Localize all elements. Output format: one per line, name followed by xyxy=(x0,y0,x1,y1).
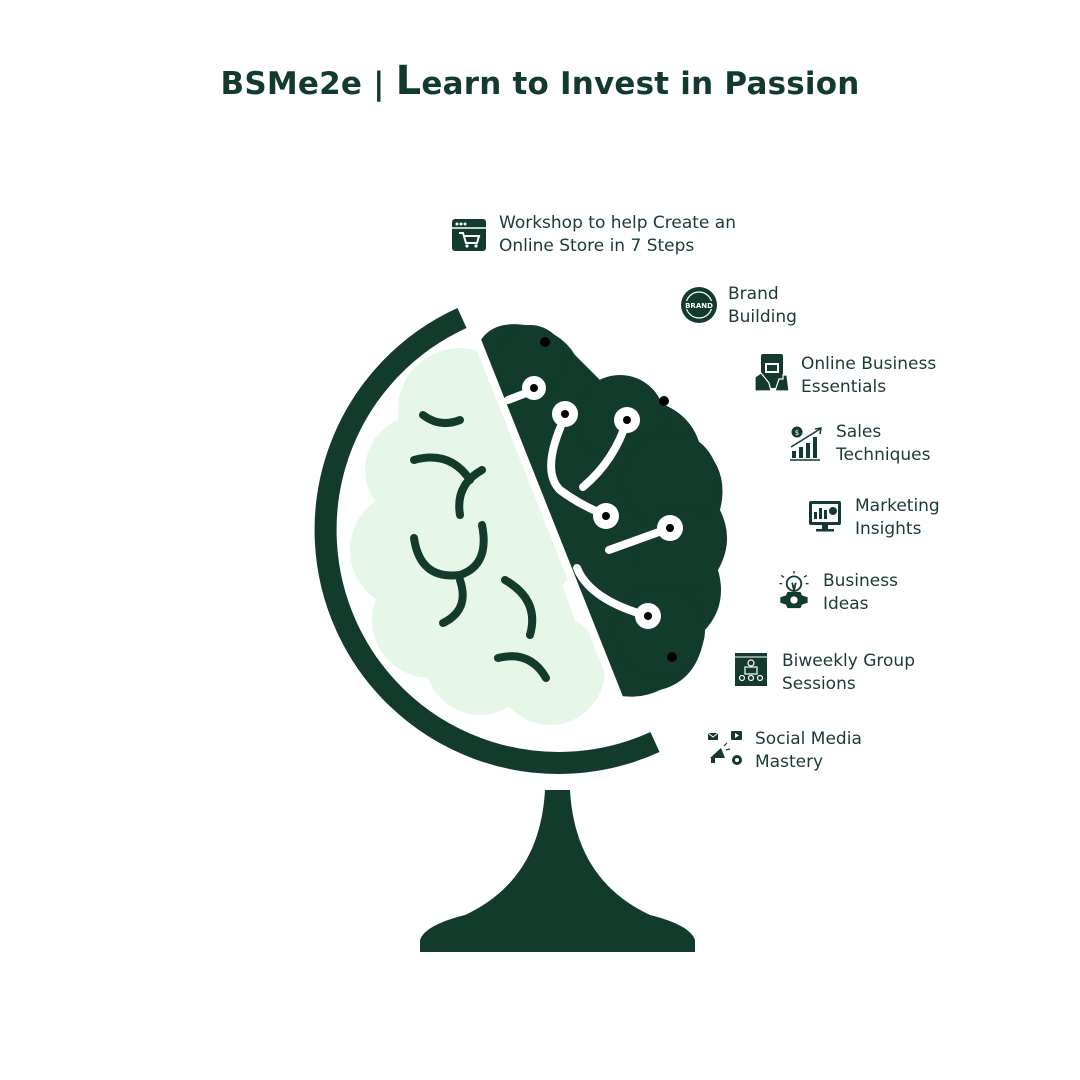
feature-label: Online Business Essentials xyxy=(801,354,937,397)
globe-meridian-arc xyxy=(314,307,660,774)
feature-item-sales-techniques: $ Sales Techniques xyxy=(788,421,930,467)
lightbulb-gear-icon xyxy=(779,570,809,609)
page-title: BSMe2e | Learn to Invest in Passion xyxy=(0,58,1080,104)
online-store-cart-icon xyxy=(452,219,486,251)
feature-item-social-media: Social Media Mastery xyxy=(707,728,862,774)
feature-item-business-ideas: Business Ideas xyxy=(775,570,898,616)
feature-label: Sales Techniques xyxy=(836,422,931,465)
feature-label: Social Media Mastery xyxy=(755,729,862,772)
feature-item-online-store: Workshop to help Create an Online Store … xyxy=(451,212,736,258)
megaphone-social-icon xyxy=(707,731,742,765)
group-session-screen-icon xyxy=(735,653,767,686)
tagline-first-letter: L xyxy=(395,58,422,104)
feature-label: Business Ideas xyxy=(823,571,898,614)
svg-text:BRAND: BRAND xyxy=(685,302,713,310)
sales-growth-chart-icon: $ xyxy=(790,426,822,461)
feature-label: Brand Building xyxy=(728,284,797,327)
brain-folds xyxy=(410,411,550,682)
svg-text:$: $ xyxy=(795,429,799,437)
brand-badge-icon: BRAND xyxy=(681,287,717,323)
monitor-analytics-icon xyxy=(809,501,841,532)
feature-label: Workshop to help Create an Online Store … xyxy=(499,213,736,256)
title-separator: | xyxy=(373,66,385,102)
brand-name: BSMe2e xyxy=(220,66,363,102)
tagline-text: earn to Invest in Passion xyxy=(421,66,860,102)
feature-item-online-business: Online Business Essentials xyxy=(753,353,936,399)
feature-label: Biweekly Group Sessions xyxy=(782,651,915,694)
feature-label: Marketing Insights xyxy=(855,496,940,539)
feature-item-marketing-insights: Marketing Insights xyxy=(807,495,940,541)
mobile-shop-hand-icon xyxy=(754,354,790,392)
globe-stand xyxy=(420,790,695,952)
feature-item-group-sessions: Biweekly Group Sessions xyxy=(734,650,915,696)
feature-item-brand-building: BRAND Brand Building xyxy=(680,283,797,329)
circuit-nodes xyxy=(522,337,683,662)
brain-divider xyxy=(471,333,624,702)
